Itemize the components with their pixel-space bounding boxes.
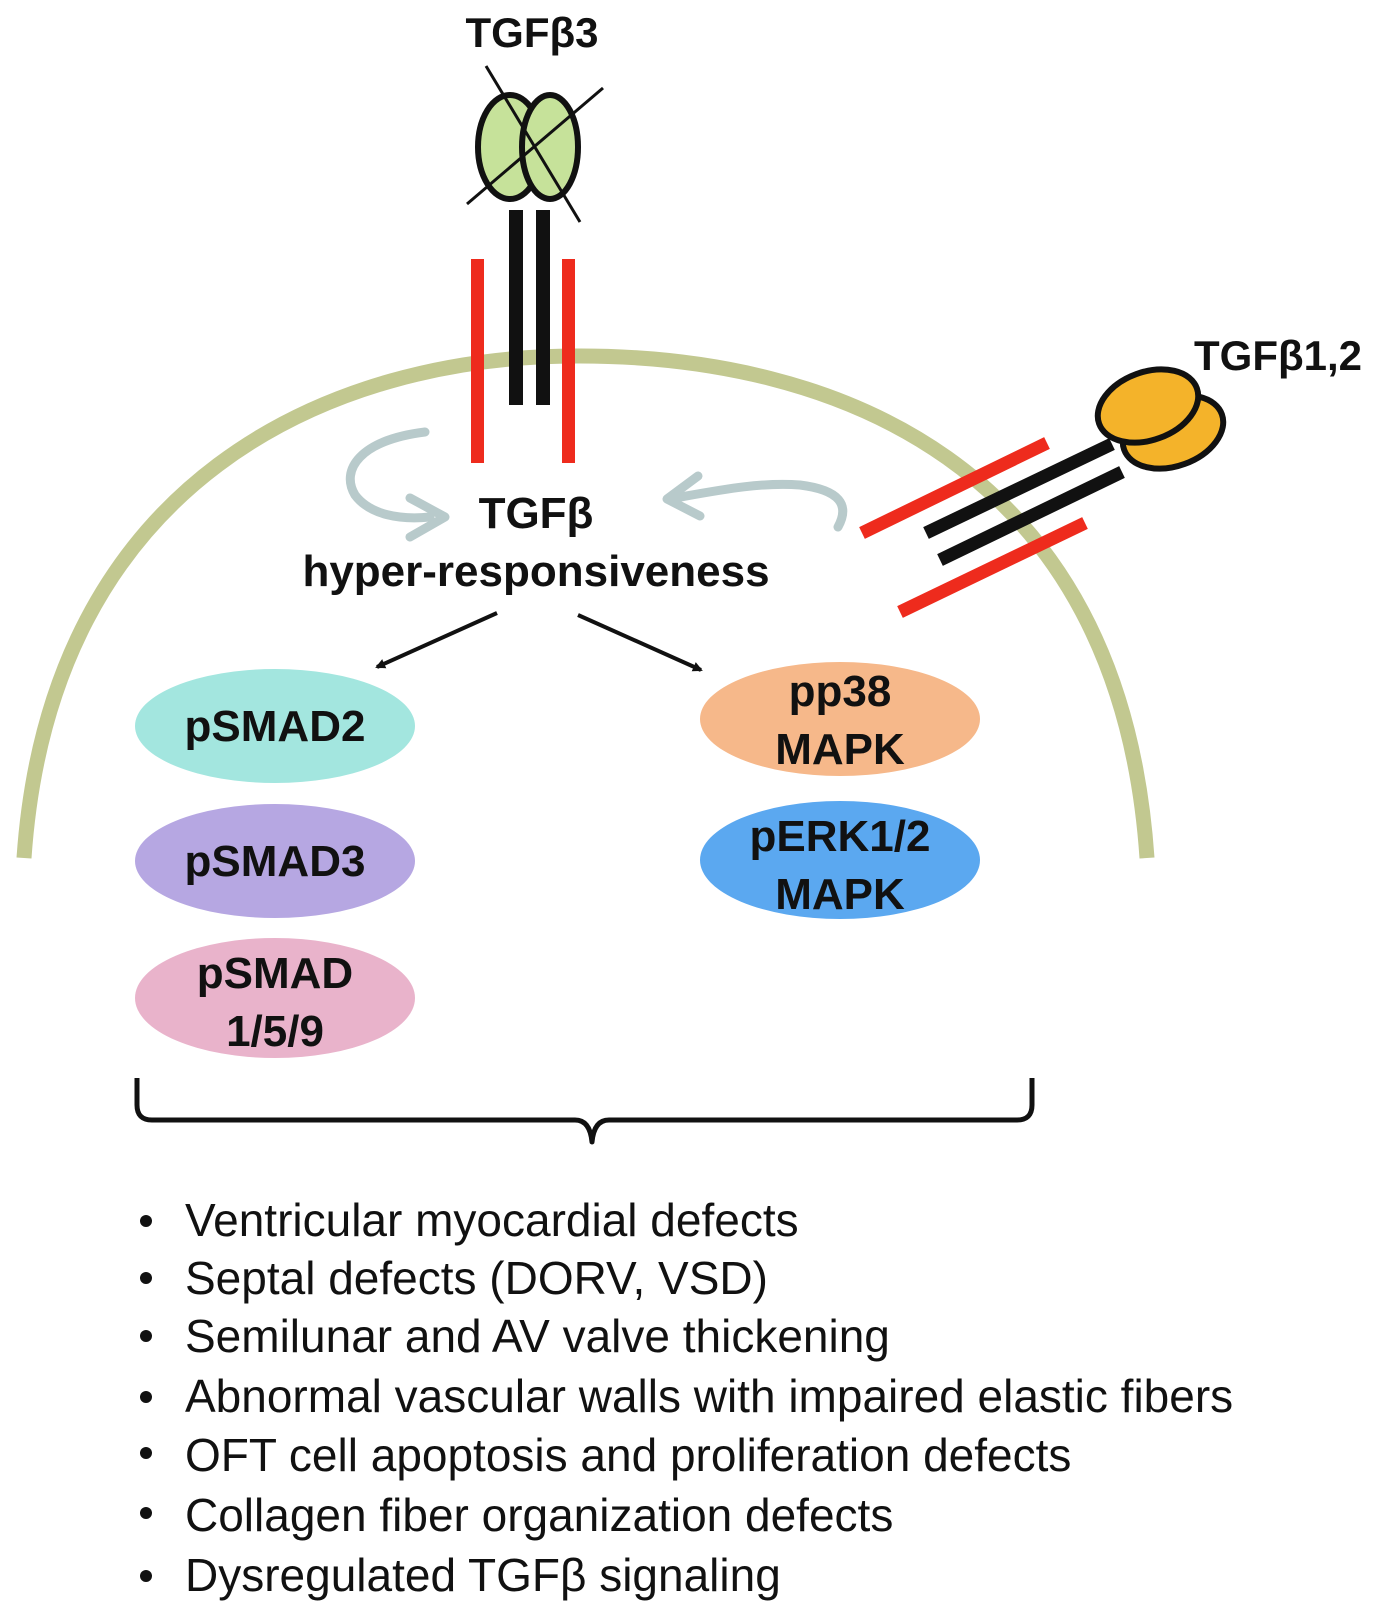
perk12-label-line1: pERK1/2 — [750, 812, 931, 861]
tgfb3-ligand-right — [519, 92, 581, 202]
cell-membrane — [16, 348, 1155, 859]
bullet-dot — [140, 1272, 152, 1284]
outcome-item: Ventricular myocardial defects — [185, 1194, 799, 1246]
cross-out-line-1 — [484, 65, 582, 223]
effector-psmad3: pSMAD3 — [135, 804, 415, 918]
receptor-red-bar-left — [471, 259, 484, 463]
arrow-to-smad — [375, 611, 498, 669]
tgfb12-receptor-complex — [859, 366, 1227, 618]
outcome-brace — [134, 1078, 1035, 1145]
outcome-item: Collagen fiber organization defects — [185, 1489, 893, 1541]
bullet-dot — [140, 1570, 152, 1582]
center-title: TGFβ — [479, 489, 594, 538]
bullet-dot — [140, 1215, 152, 1227]
psmad3-bubble — [135, 804, 415, 918]
receptor-red-bar-upper — [859, 437, 1050, 539]
perk12-bubble — [700, 801, 980, 919]
outcome-item: Septal defects (DORV, VSD) — [185, 1252, 768, 1304]
psmad159-bubble — [135, 938, 415, 1058]
tgfb12-label: TGFβ1,2 — [1194, 332, 1362, 379]
receptor-black-stalk-left — [509, 210, 523, 405]
tgfb3-label: TGFβ3 — [466, 9, 599, 56]
arrow-to-mapk — [577, 613, 703, 672]
outcome-item: Abnormal vascular walls with impaired el… — [185, 1370, 1233, 1422]
bullet-dot — [140, 1391, 152, 1403]
outcome-list: Ventricular myocardial defects Septal de… — [140, 1194, 1233, 1601]
outcome-item: Semilunar and AV valve thickening — [185, 1310, 890, 1362]
outcome-item: Dysregulated TGFβ signaling — [185, 1549, 781, 1601]
bullet-dot — [140, 1447, 152, 1459]
effector-pp38-mapk: pp38 MAPK — [700, 662, 980, 776]
feedback-arrow-right — [662, 471, 848, 532]
receptor-red-bar-right — [562, 259, 575, 463]
bullet-dot — [140, 1507, 152, 1519]
cross-out-line-2 — [466, 86, 604, 206]
pp38-label-line1: pp38 — [789, 667, 892, 716]
center-subtitle: hyper-responsiveness — [302, 547, 769, 596]
psmad2-label: pSMAD2 — [185, 702, 366, 751]
receptor-red-bar-lower — [897, 517, 1088, 618]
pp38-bubble — [700, 662, 980, 776]
receptor-black-stalk-lower — [937, 466, 1125, 566]
psmad159-label-line2: 1/5/9 — [226, 1007, 324, 1056]
psmad3-label: pSMAD3 — [185, 837, 366, 886]
perk12-label-line2: MAPK — [775, 870, 905, 919]
psmad159-label-line1: pSMAD — [197, 949, 353, 998]
effector-psmad159: pSMAD 1/5/9 — [135, 938, 415, 1058]
pp38-label-line2: MAPK — [775, 725, 905, 774]
tgfb3-receptor-complex — [466, 65, 604, 463]
psmad2-bubble — [135, 669, 415, 783]
outcome-item: OFT cell apoptosis and proliferation def… — [185, 1429, 1071, 1481]
feedback-arrow-left — [345, 427, 450, 542]
receptor-black-stalk-right — [536, 210, 550, 405]
receptor-black-stalk-upper — [923, 438, 1115, 539]
bullet-dot — [140, 1330, 152, 1342]
tgfb12-ligand-front — [1094, 366, 1202, 446]
effector-psmad2: pSMAD2 — [135, 669, 415, 783]
effector-perk12-mapk: pERK1/2 MAPK — [700, 801, 980, 919]
